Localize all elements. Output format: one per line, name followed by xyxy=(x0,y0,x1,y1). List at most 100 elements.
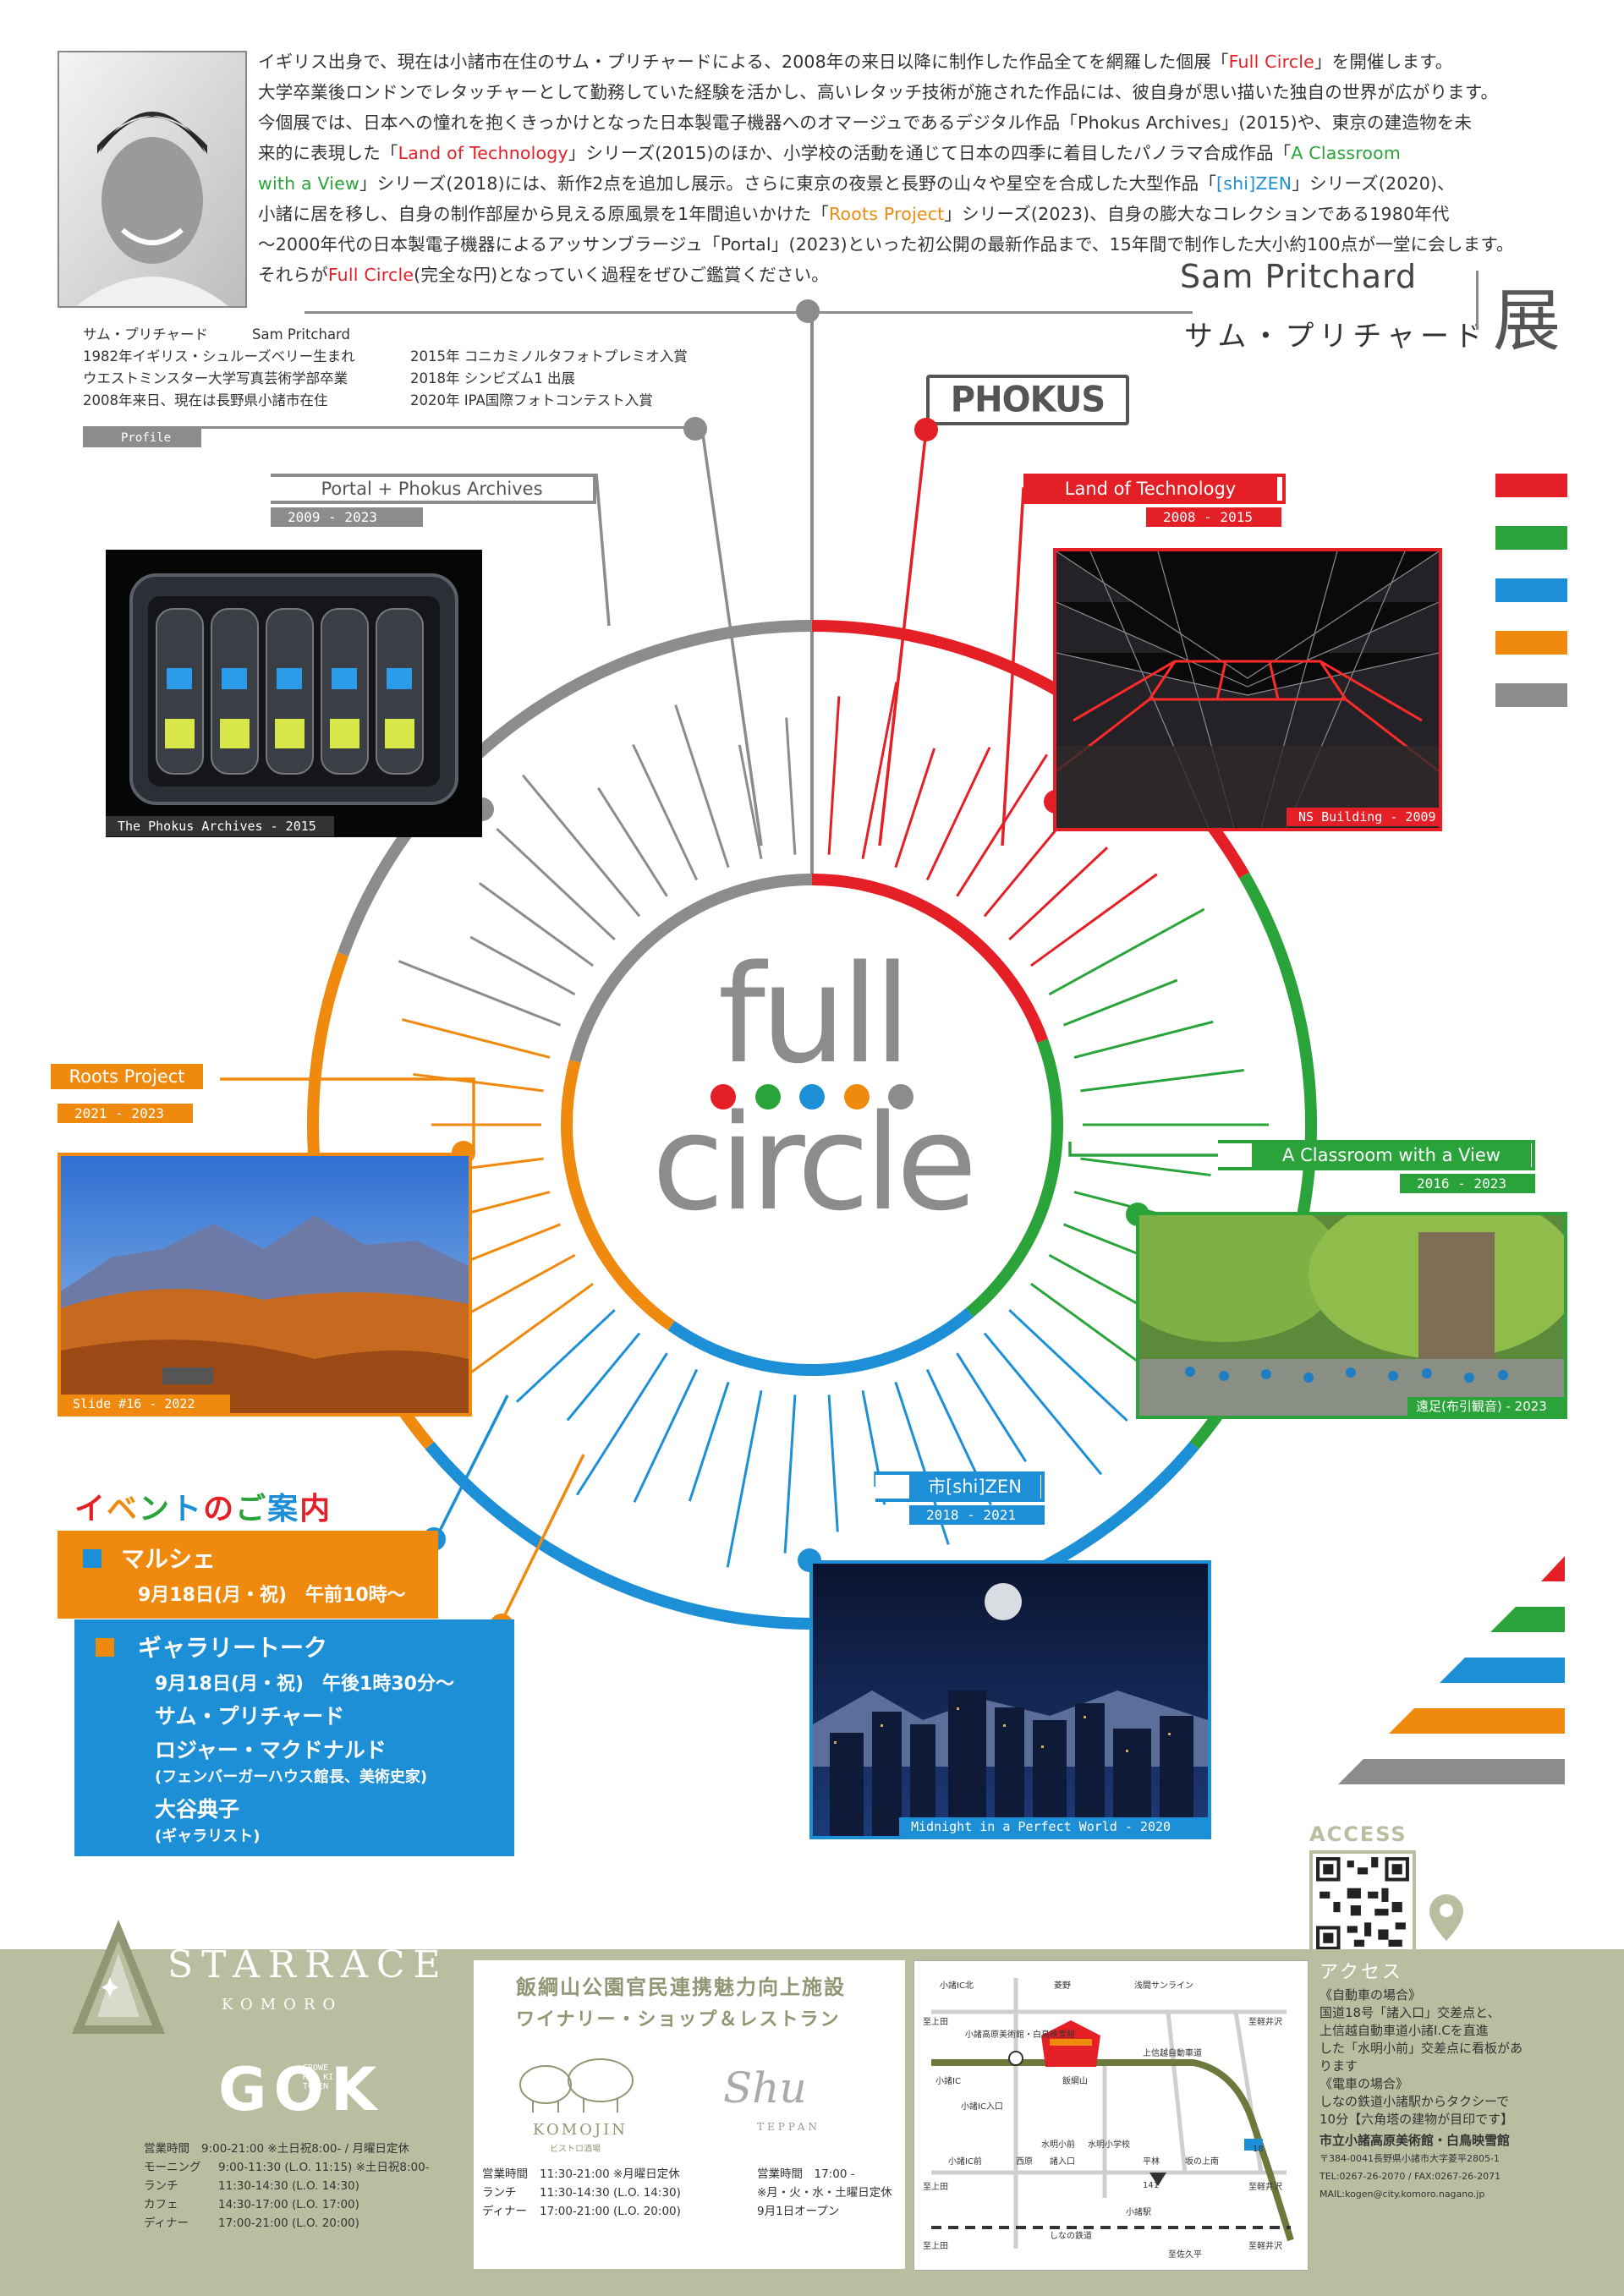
ray-line xyxy=(1008,847,1109,941)
access-map[interactable]: 小諸IC北菱野浅間サンライン至上田至軽井沢小諸高原美術館・白鳥映雪館飯綱山上信越… xyxy=(914,1960,1309,2271)
inner-arc-orange xyxy=(561,1060,675,1331)
legend-gray xyxy=(1495,683,1567,707)
artist-name-jp: サム・プリチャード xyxy=(1184,320,1488,353)
shizen-years: 2018 - 2021 xyxy=(909,1505,1045,1525)
talk-bullet xyxy=(96,1638,114,1657)
roots-tag: Roots Project xyxy=(51,1064,220,1094)
map-label: 小諸高原美術館・白鳥映雪館 xyxy=(965,2029,1075,2040)
dot-blue xyxy=(799,1084,825,1110)
speaker-2: ロジャー・マクドナルド xyxy=(155,1738,387,1762)
land-years: 2008 - 2015 xyxy=(1146,507,1281,527)
center-dots xyxy=(710,1084,914,1113)
map-label: 至軽井沢 xyxy=(1248,2016,1282,2027)
access-text: アクセス 《自動車の場合》 国道18号「諸入口」交差点と、 上信越自動車道小諸I… xyxy=(1320,1962,1523,2200)
map-label: 18 xyxy=(1253,2145,1264,2154)
classroom-photo: 遠足(布引観音) - 2023 xyxy=(1136,1212,1567,1419)
ray-line xyxy=(726,1390,763,1568)
marche-bullet xyxy=(83,1549,102,1568)
facility-title: 飯綱山公園官民連携魅力向上施設 xyxy=(516,1975,846,1999)
roots-connector xyxy=(220,1077,475,1154)
outer-arc-gray xyxy=(337,620,813,956)
ray-line xyxy=(1008,1308,1128,1422)
center-full: full xyxy=(717,935,912,1093)
ray-line xyxy=(466,1282,594,1377)
classroom-years: 2016 - 2023 xyxy=(1400,1174,1535,1193)
inner-arc-red xyxy=(811,874,1049,1044)
map-label: 菱野 xyxy=(1054,1981,1071,1991)
map-label: 西原 xyxy=(1016,2156,1033,2167)
facility-panel xyxy=(474,1960,905,2269)
exhibition-char: 展 xyxy=(1493,282,1561,360)
ray-line xyxy=(521,774,641,918)
ray-line xyxy=(827,1395,839,1532)
legend-blue xyxy=(1495,578,1567,602)
ray-line xyxy=(633,1368,699,1503)
speaker-2-note: (フェンバーガーハウス館長、美術史家) xyxy=(155,1768,428,1786)
ray-line xyxy=(401,1018,551,1059)
ray-line xyxy=(1062,978,1178,1027)
starrace-logo-icon xyxy=(72,1920,165,2037)
shizen-caption: Midnight in a Perfect World - 2020 xyxy=(899,1817,1208,1836)
map-label: しなの鉄道 xyxy=(1050,2230,1092,2241)
classroom-tag: A Classroom with a View xyxy=(1218,1140,1535,1170)
ray-line xyxy=(785,717,797,855)
profile-rule xyxy=(83,426,692,429)
marche-date: 9月18日(月・祝) 午前10時〜 xyxy=(138,1585,406,1606)
ray-line xyxy=(925,747,991,881)
intro-text: イギリス出身で、現在は小諸市在住のサム・プリチャードによる、2008年の来日以降… xyxy=(258,52,1514,285)
map-label: 浅間サンライン xyxy=(1134,1980,1193,1991)
teppan-hours: 営業時間 17:00 - ※月・火・水・土曜日定休 9月1日オープン xyxy=(757,2167,892,2218)
phokus-logo: PHOKUS xyxy=(926,375,1129,425)
talk-title: ギャラリートーク xyxy=(138,1634,328,1662)
ray-line xyxy=(1048,907,1205,996)
gok-side: GROWER'S KITCHEN xyxy=(303,2063,334,2091)
map-label: 諸入口 xyxy=(1050,2156,1075,2167)
map-label: 平林 xyxy=(1143,2156,1160,2167)
access-label: ACCESS xyxy=(1309,1822,1407,1846)
brand-komoro: KOMORO xyxy=(222,1996,343,2014)
ray-line xyxy=(674,704,730,869)
ray-line xyxy=(688,1381,730,1502)
map-label: 小諸IC北 xyxy=(940,1980,974,1991)
ray-line xyxy=(1080,1157,1211,1177)
map-label: 至上田 xyxy=(923,2241,948,2251)
portal-years: 2009 - 2023 xyxy=(271,507,423,527)
map-label: 至佐久平 xyxy=(1168,2249,1202,2260)
location-pin-icon xyxy=(1429,1894,1463,1944)
color-legend xyxy=(1495,474,1567,707)
map-label: 水明小学校 xyxy=(1088,2139,1130,2150)
marche-title: マルシェ xyxy=(121,1545,217,1573)
ray-line xyxy=(478,882,594,967)
classroom-caption: 遠足(布引観音) - 2023 xyxy=(1407,1397,1564,1416)
inner-arc-blue xyxy=(667,1307,974,1376)
facility-sub: ワイナリー・ショップ＆レストラン xyxy=(516,2009,841,2030)
ray-line xyxy=(1030,873,1158,967)
portal-tag: Portal + Phokus Archives xyxy=(271,474,596,504)
roots-years: 2021 - 2023 xyxy=(58,1104,193,1123)
ray-line xyxy=(597,787,668,897)
land-caption: NS Building - 2009 xyxy=(1287,808,1439,826)
komojin-sheep-icon xyxy=(512,2055,647,2118)
speaker-3-note: (ギャラリスト) xyxy=(155,1827,261,1845)
ray-line xyxy=(783,1395,797,1553)
intro-bracket xyxy=(1476,271,1479,330)
ray-line xyxy=(894,748,936,869)
legend-green xyxy=(1495,526,1567,550)
artist-photo xyxy=(58,51,247,308)
ray-line xyxy=(861,682,898,859)
ray-line xyxy=(398,960,562,1027)
qr-code[interactable] xyxy=(1309,1850,1416,1957)
ray-line xyxy=(1073,1020,1214,1059)
portal-photo: The Phokus Archives - 2015 xyxy=(106,550,482,837)
shizen-tag: 市[shi]ZEN xyxy=(875,1471,1045,1502)
stair-stripes xyxy=(1338,1556,1565,1784)
legend-orange xyxy=(1495,631,1567,655)
profile-label: Profile xyxy=(83,429,201,447)
center-circle: circle xyxy=(651,1086,978,1240)
ray-line xyxy=(983,828,1058,918)
map-label: 小諸IC前 xyxy=(948,2156,982,2167)
portal-caption: The Phokus Archives - 2015 xyxy=(106,816,334,836)
ray-line xyxy=(827,696,841,855)
